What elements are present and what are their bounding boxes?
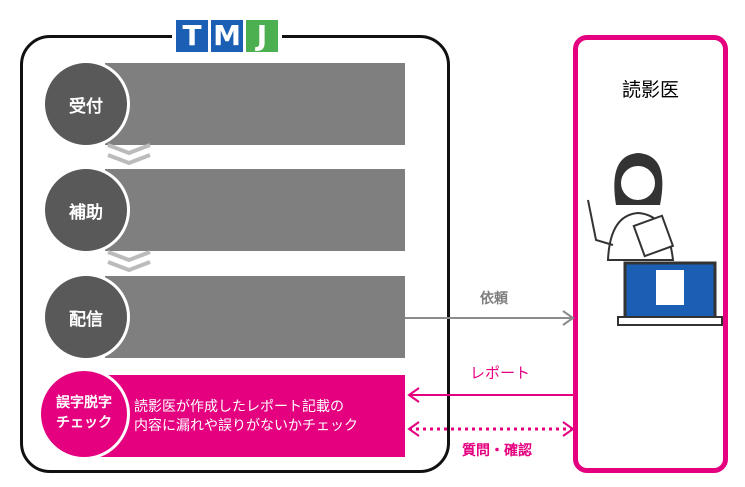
arrows [405, 310, 575, 437]
check-description: 読影医が作成したレポート記載の内容に漏れや誤りがないかチェック [134, 398, 358, 436]
logo-letter-m: M [211, 20, 243, 52]
radiologist-title: 読影医 [621, 79, 679, 101]
chevron-down-icon [107, 143, 151, 166]
step-bar-delivery [105, 276, 405, 358]
check-circle: 誤字脱字チェック [38, 368, 130, 460]
radiologist-box [573, 35, 728, 473]
doctor-illustration [587, 153, 723, 326]
request-label: 依頼 [480, 291, 508, 307]
tmj-logo: T M J [172, 10, 282, 52]
step-reception: 受付 [42, 60, 130, 148]
question-label: 質問・確認 [462, 443, 532, 459]
check-label-2: チェック [56, 415, 112, 431]
step-delivery: 配信 [42, 273, 130, 361]
check-bar [95, 375, 405, 457]
logo-letter-t: T [176, 20, 208, 52]
chevron-down-icon [107, 250, 151, 273]
logo-letter-j: J [246, 20, 278, 52]
check-desc-1: 読影医が作成したレポート記載の [134, 399, 344, 415]
check-desc-2: 内容に漏れや誤りがないかチェック [134, 418, 358, 434]
check-label-1: 誤字脱字 [56, 395, 112, 412]
step-bar-reception [105, 63, 405, 145]
step-assist: 補助 [42, 166, 130, 254]
report-label: レポート [470, 364, 531, 382]
step-bar-assist [105, 169, 405, 251]
